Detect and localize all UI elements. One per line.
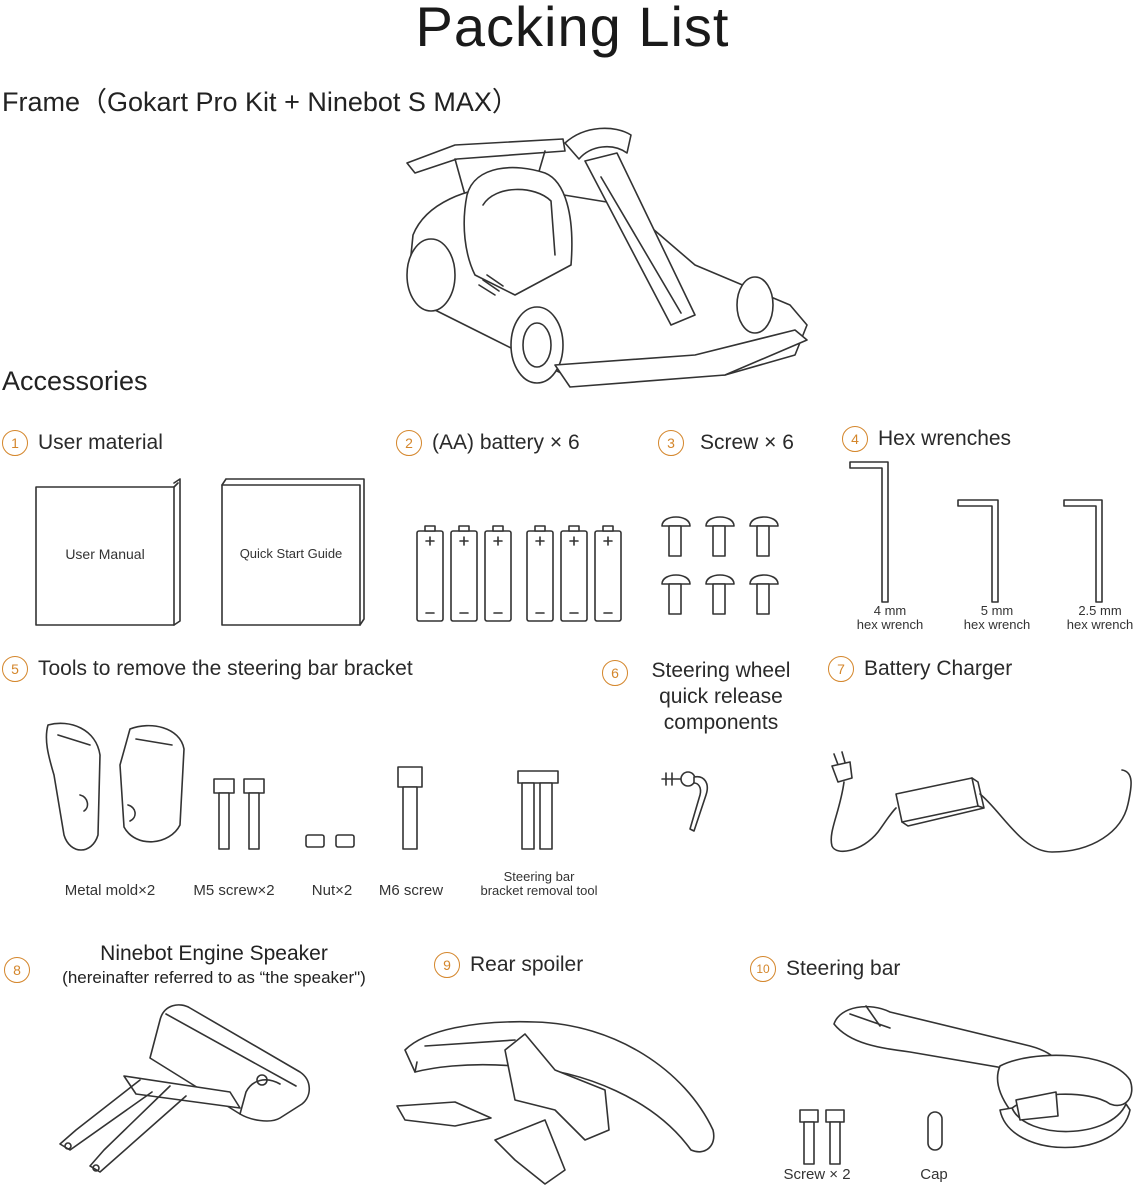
steering-bar-icon	[833, 1005, 1133, 1149]
item-1-number: 1	[2, 430, 28, 456]
item-3-title: 3 Screw × 6	[658, 430, 794, 456]
rear-spoiler-icon	[396, 1020, 715, 1185]
page-title: Packing List	[415, 0, 730, 58]
item-6-label: Steering wheel quick release components	[651, 659, 791, 734]
item-4-title: 4 Hex wrenches	[842, 426, 1011, 452]
quick-start-guide-label: Quick Start Guide	[239, 546, 343, 561]
item-8-label: Ninebot Engine Speaker	[100, 942, 328, 965]
steering-bracket-tools-icon	[45, 722, 559, 851]
cap-icon	[927, 1111, 943, 1151]
booklet-icons	[35, 478, 365, 626]
item-1-title: 1 User material	[2, 430, 163, 456]
hex-wrenches-icon	[849, 461, 1103, 603]
quick-release-icon	[661, 771, 709, 832]
gokart-illustration	[406, 127, 808, 388]
item-4-label: Hex wrenches	[878, 427, 1012, 450]
item-7-number: 7	[828, 656, 854, 682]
item-8-sublabel: (hereinafter referred to as “the speaker…	[62, 968, 366, 987]
item-5-title: 5 Tools to remove the steering bar brack…	[2, 656, 413, 682]
item-5-label: Tools to remove the steering bar bracket	[38, 657, 413, 680]
steering-bar-screws-icon	[799, 1109, 845, 1165]
cap-label: Cap	[920, 1166, 948, 1183]
item-8-number-wrap: 8	[4, 957, 30, 983]
metal-mold-label: Metal mold×2	[64, 882, 156, 899]
user-manual-label: User Manual	[65, 546, 145, 562]
item-8-number: 8	[4, 957, 30, 983]
m5-screw-label: M5 screw×2	[193, 882, 275, 899]
m6-screw-label: M6 screw	[378, 882, 444, 899]
battery-charger-icon	[830, 751, 1132, 853]
item-2-title: 2 (AA) battery × 6	[396, 430, 580, 456]
item-4-number: 4	[842, 426, 868, 452]
item-7-label: Battery Charger	[864, 657, 1013, 680]
steering-bar-screw-label: Screw × 2	[783, 1166, 851, 1183]
item-10-number: 10	[750, 956, 776, 982]
item-2-number: 2	[396, 430, 422, 456]
frame-heading: Frame（Gokart Pro Kit + Ninebot S MAX）	[2, 87, 519, 117]
engine-speaker-icon	[59, 1004, 311, 1173]
aa-batteries-icon	[416, 525, 622, 622]
item-9-title: 9 Rear spoiler	[434, 952, 583, 978]
accessories-heading: Accessories	[2, 366, 148, 396]
item-10-title: 10 Steering bar	[750, 956, 900, 982]
item-5-number: 5	[2, 656, 28, 682]
item-10-label: Steering bar	[786, 957, 901, 980]
nut-label: Nut×2	[311, 882, 353, 899]
screws-icon	[661, 516, 779, 615]
item-3-number: 3	[658, 430, 684, 456]
item-2-label: (AA) battery × 6	[432, 431, 580, 454]
item-6-number-wrap: 6	[602, 660, 628, 686]
item-1-label: User material	[38, 431, 163, 454]
item-9-number: 9	[434, 952, 460, 978]
item-9-label: Rear spoiler	[470, 953, 584, 976]
item-7-title: 7 Battery Charger	[828, 656, 1012, 682]
item-8-title: Ninebot Engine Speaker (hereinafter refe…	[34, 942, 394, 988]
item-6-number: 6	[602, 660, 628, 686]
item-3-label: Screw × 6	[700, 431, 794, 454]
